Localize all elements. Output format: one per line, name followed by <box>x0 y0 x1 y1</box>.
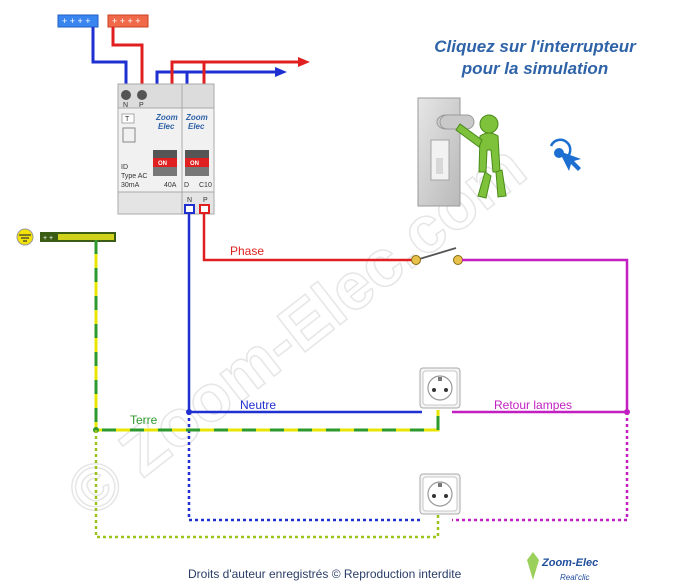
c10-left-label: D <box>184 182 189 189</box>
earth-bar: + + <box>16 228 116 246</box>
arrow-phase <box>298 57 310 67</box>
footer-logo: Zoom-Elec Real'clic <box>527 552 598 582</box>
footer-logo-text: Zoom-Elec <box>541 557 598 569</box>
title-line-1: Cliquez sur l'interrupteur <box>434 37 636 56</box>
c10-rating: C10 <box>199 182 212 189</box>
c10-brand-2: Elec <box>188 122 205 131</box>
copyright-text: Droits d'auteur enregistrés © Reproducti… <box>188 567 462 581</box>
rcd-brand-1: Zoom <box>155 113 178 122</box>
rcd-test-label: T <box>125 116 130 123</box>
neutral-supply-wire <box>91 27 128 86</box>
c10-terminal-p: P <box>203 197 208 204</box>
retour-label: Retour lampes <box>494 398 572 412</box>
rcd-sensitivity: 30mA <box>121 182 140 189</box>
rcd-type-line1: ID <box>121 164 128 171</box>
svg-text:+ +: + + <box>43 235 53 242</box>
return-wire-dotted <box>452 412 629 522</box>
phase-label: Phase <box>230 244 264 258</box>
c10-on-label: ON <box>190 161 199 167</box>
rcd-breaker: N P T Zoom Elec ON ID Type AC 30mA 40A <box>117 83 183 215</box>
return-wire <box>462 258 629 412</box>
rcd-terminal-n: N <box>123 102 128 109</box>
rcd-brand-2: Elec <box>158 122 175 131</box>
rcd-type-line2: Type AC <box>121 173 147 180</box>
c10-brand-1: Zoom <box>185 113 208 122</box>
terre-label: Terre <box>130 413 158 427</box>
c10-breaker: Zoom Elec ON D C10 N P <box>181 83 215 215</box>
phase-wire <box>202 214 416 262</box>
switch-illustration[interactable] <box>417 97 507 207</box>
c10-terminal-n: N <box>187 197 192 204</box>
earth-wire-dotted <box>94 430 440 539</box>
light-switch[interactable] <box>411 247 463 265</box>
output-wire-phase <box>170 60 298 86</box>
svg-text:+ + + +: + + + + <box>62 16 91 26</box>
socket-2 <box>419 473 461 515</box>
earth-wire-stripe <box>94 240 440 432</box>
socket-1 <box>419 367 461 409</box>
svg-text:+ + + +: + + + + <box>112 16 141 26</box>
phase-supply-bar: + + + + <box>107 14 149 28</box>
rcd-terminal-p: P <box>139 102 144 109</box>
neutre-label: Neutre <box>240 398 276 412</box>
arrow-neutral <box>275 67 287 77</box>
footer-logo-subtext: Real'clic <box>560 573 590 582</box>
title-line-2: pour la simulation <box>461 59 609 78</box>
neutral-supply-bar: + + + + <box>57 14 99 28</box>
click-pointer-icon <box>549 138 581 171</box>
neutral-wire-dotted <box>187 412 422 522</box>
output-wire-neutral <box>155 70 275 86</box>
green-figure <box>455 114 507 199</box>
rcd-rating: 40A <box>164 182 177 189</box>
phase-supply-wire <box>111 27 144 86</box>
rcd-on-label: ON <box>158 161 167 167</box>
